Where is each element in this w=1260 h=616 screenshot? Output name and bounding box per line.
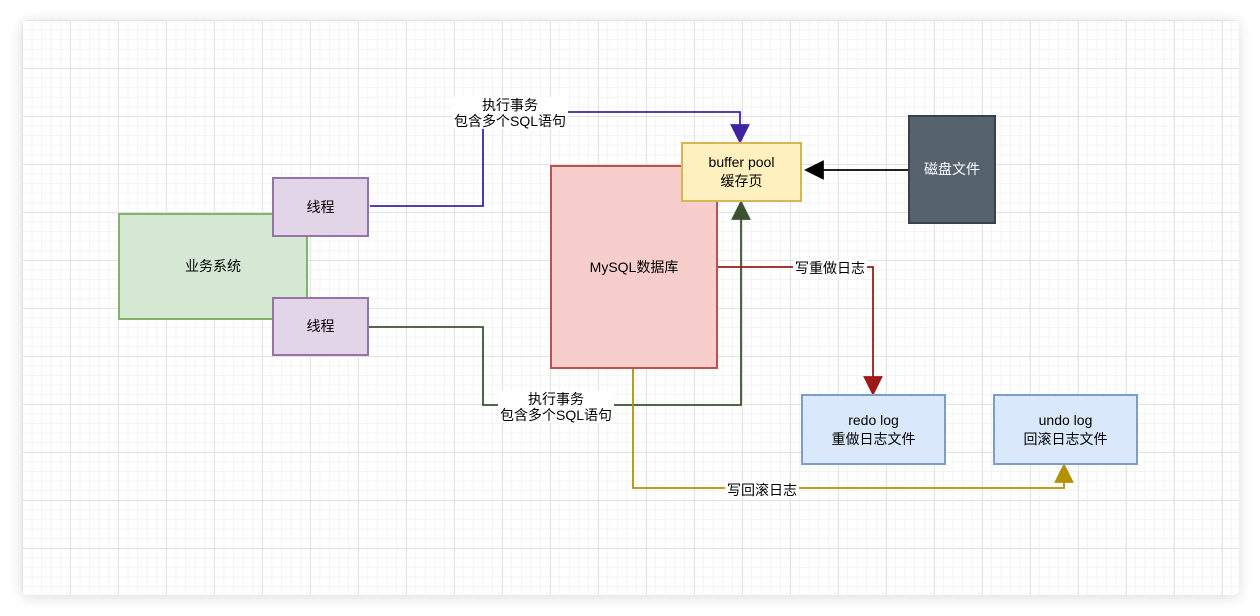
edge-label-exec-transaction-bottom: 执行事务 包含多个SQL语句 bbox=[497, 390, 615, 424]
node-business-system-label: 业务系统 bbox=[185, 258, 241, 275]
edge-label-write-redo-log-text: 写重做日志 bbox=[795, 259, 865, 276]
edge-label-exec-transaction-top-line2: 包含多个SQL语句 bbox=[453, 113, 567, 129]
edge-label-write-redo-log: 写重做日志 bbox=[793, 259, 867, 277]
node-thread-top: 线程 bbox=[272, 177, 369, 237]
node-disk-file-label: 磁盘文件 bbox=[924, 161, 980, 178]
node-buffer-pool-label-en: buffer pool bbox=[708, 154, 775, 171]
node-mysql-database-label: MySQL数据库 bbox=[589, 258, 679, 275]
node-thread-bottom: 线程 bbox=[272, 297, 369, 356]
edge-label-exec-transaction-top: 执行事务 包含多个SQL语句 bbox=[451, 96, 569, 130]
edge-label-write-undo-log-text: 写回滚日志 bbox=[727, 481, 797, 498]
node-thread-top-label: 线程 bbox=[306, 198, 335, 215]
node-redo-log-label-zh: 重做日志文件 bbox=[831, 430, 916, 447]
edge-label-write-undo-log: 写回滚日志 bbox=[725, 481, 799, 499]
node-undo-log: undo log 回滚日志文件 bbox=[993, 394, 1138, 465]
edge-label-exec-transaction-top-line1: 执行事务 bbox=[481, 96, 538, 113]
node-disk-file: 磁盘文件 bbox=[908, 115, 996, 224]
edge-label-exec-transaction-bottom-line1: 执行事务 bbox=[527, 390, 584, 407]
node-redo-log-label-en: redo log bbox=[848, 411, 899, 428]
node-buffer-pool: buffer pool 缓存页 bbox=[681, 142, 802, 202]
node-undo-log-label-zh: 回滚日志文件 bbox=[1023, 430, 1108, 447]
node-undo-log-label-en: undo log bbox=[1038, 411, 1093, 428]
edge-label-exec-transaction-bottom-line2: 包含多个SQL语句 bbox=[499, 407, 613, 423]
node-buffer-pool-label-zh: 缓存页 bbox=[720, 173, 763, 189]
node-redo-log: redo log 重做日志文件 bbox=[801, 394, 946, 465]
node-thread-bottom-label: 线程 bbox=[306, 318, 335, 335]
